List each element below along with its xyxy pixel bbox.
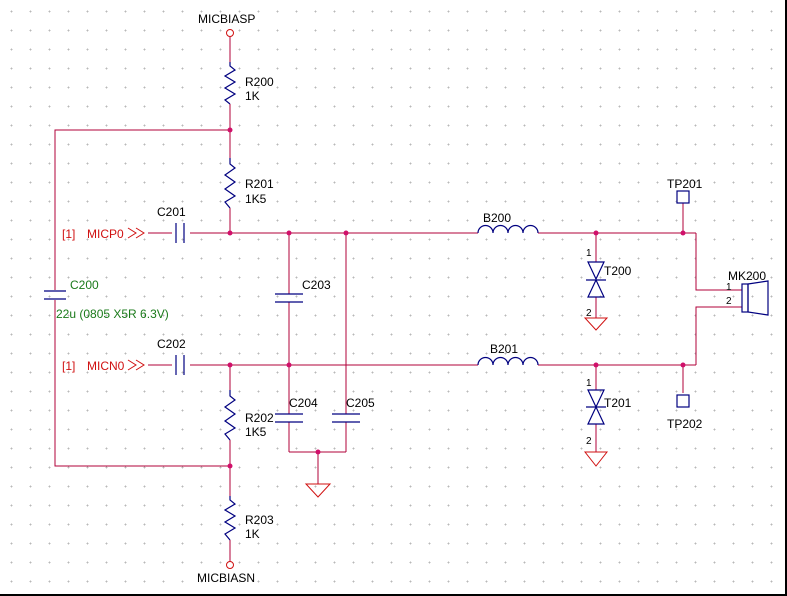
junction-dot [315,449,321,455]
tvs-diode-t201[interactable]: 1 2 T201 [583,378,632,467]
t201-pin1: 1 [586,378,592,389]
micn0-sheet-ref: [1] [62,359,75,373]
test-point-tp201[interactable]: TP201 [667,177,703,204]
port-micn0[interactable]: [1] MICN0 [62,359,145,373]
junction-dot [286,362,292,368]
tvs-diode-t200[interactable]: 1 2 T200 [583,248,632,331]
ferrite-bead-b200[interactable]: B200 [477,211,539,234]
t200-pin2: 2 [586,308,592,319]
capacitor-c205[interactable]: C205 [332,396,375,423]
c205-ref: C205 [346,396,375,410]
r202-ref: R202 [245,411,274,425]
micp0-label: MICP0 [87,227,124,241]
tp202-ref: TP202 [667,417,703,431]
r200-ref: R200 [245,75,274,89]
t201-pin2: 2 [586,436,592,447]
micp0-sheet-ref: [1] [62,227,75,241]
capacitor-c202[interactable]: C202 [157,337,186,375]
wires [54,37,742,562]
capacitor-c204[interactable]: C204 [275,396,318,423]
port-micp0[interactable]: [1] MICP0 [62,227,145,241]
c202-ref: C202 [157,337,186,351]
b201-ref: B201 [490,342,518,356]
mk200-pin1: 1 [726,282,732,293]
mk200-pin2: 2 [726,296,732,307]
ferrite-bead-b201[interactable]: B201 [477,342,539,366]
junctions [227,127,686,469]
junction-dot [593,230,599,236]
t200-pin1: 1 [586,248,592,259]
resistor-r202[interactable]: R202 1K5 [223,390,274,441]
c200-value: 22u (0805 X5R 6.3V) [56,307,169,321]
c204-ref: C204 [289,396,318,410]
junction-dot [680,230,686,236]
c201-ref: C201 [157,205,186,219]
junction-dot [286,230,292,236]
r203-value: 1K [245,527,260,541]
r201-value: 1K5 [245,192,267,206]
t201-ref: T201 [604,396,632,410]
b200-ref: B200 [483,211,511,225]
junction-dot [593,362,599,368]
junction-dot [227,362,233,368]
net-micbiasn[interactable]: MICBIASN [197,561,255,586]
capacitor-c201[interactable]: C201 [157,205,186,243]
tp201-ref: TP201 [667,177,703,191]
mk200-ref: MK200 [728,269,766,283]
junction-dot [680,362,686,368]
micbiasn-label: MICBIASN [197,571,255,585]
micn0-label: MICN0 [87,359,125,373]
t200-ref: T200 [604,264,632,278]
r203-ref: R203 [245,513,274,527]
r201-ref: R201 [245,177,274,191]
resistor-r201[interactable]: R201 1K5 [223,158,274,209]
resistor-r200[interactable]: R200 1K [223,62,274,105]
microphone-mk200[interactable]: 1 2 MK200 [726,269,769,316]
net-micbiasp[interactable]: MICBIASP [198,12,255,37]
junction-dot [227,127,233,133]
junction-dot [343,230,349,236]
test-point-tp202[interactable]: TP202 [667,394,703,431]
c203-ref: C203 [302,278,331,292]
junction-dot [227,230,233,236]
ground-symbol [304,483,332,498]
junction-dot [227,463,233,469]
r202-value: 1K5 [245,425,267,439]
capacitor-c200[interactable]: C200 22u (0805 X5R 6.3V) [44,278,169,321]
r200-value: 1K [245,89,260,103]
micbiasp-label: MICBIASP [198,12,255,26]
c200-ref: C200 [70,278,99,292]
resistor-r203[interactable]: R203 1K [223,496,274,541]
capacitor-c203[interactable]: C203 [275,278,331,303]
